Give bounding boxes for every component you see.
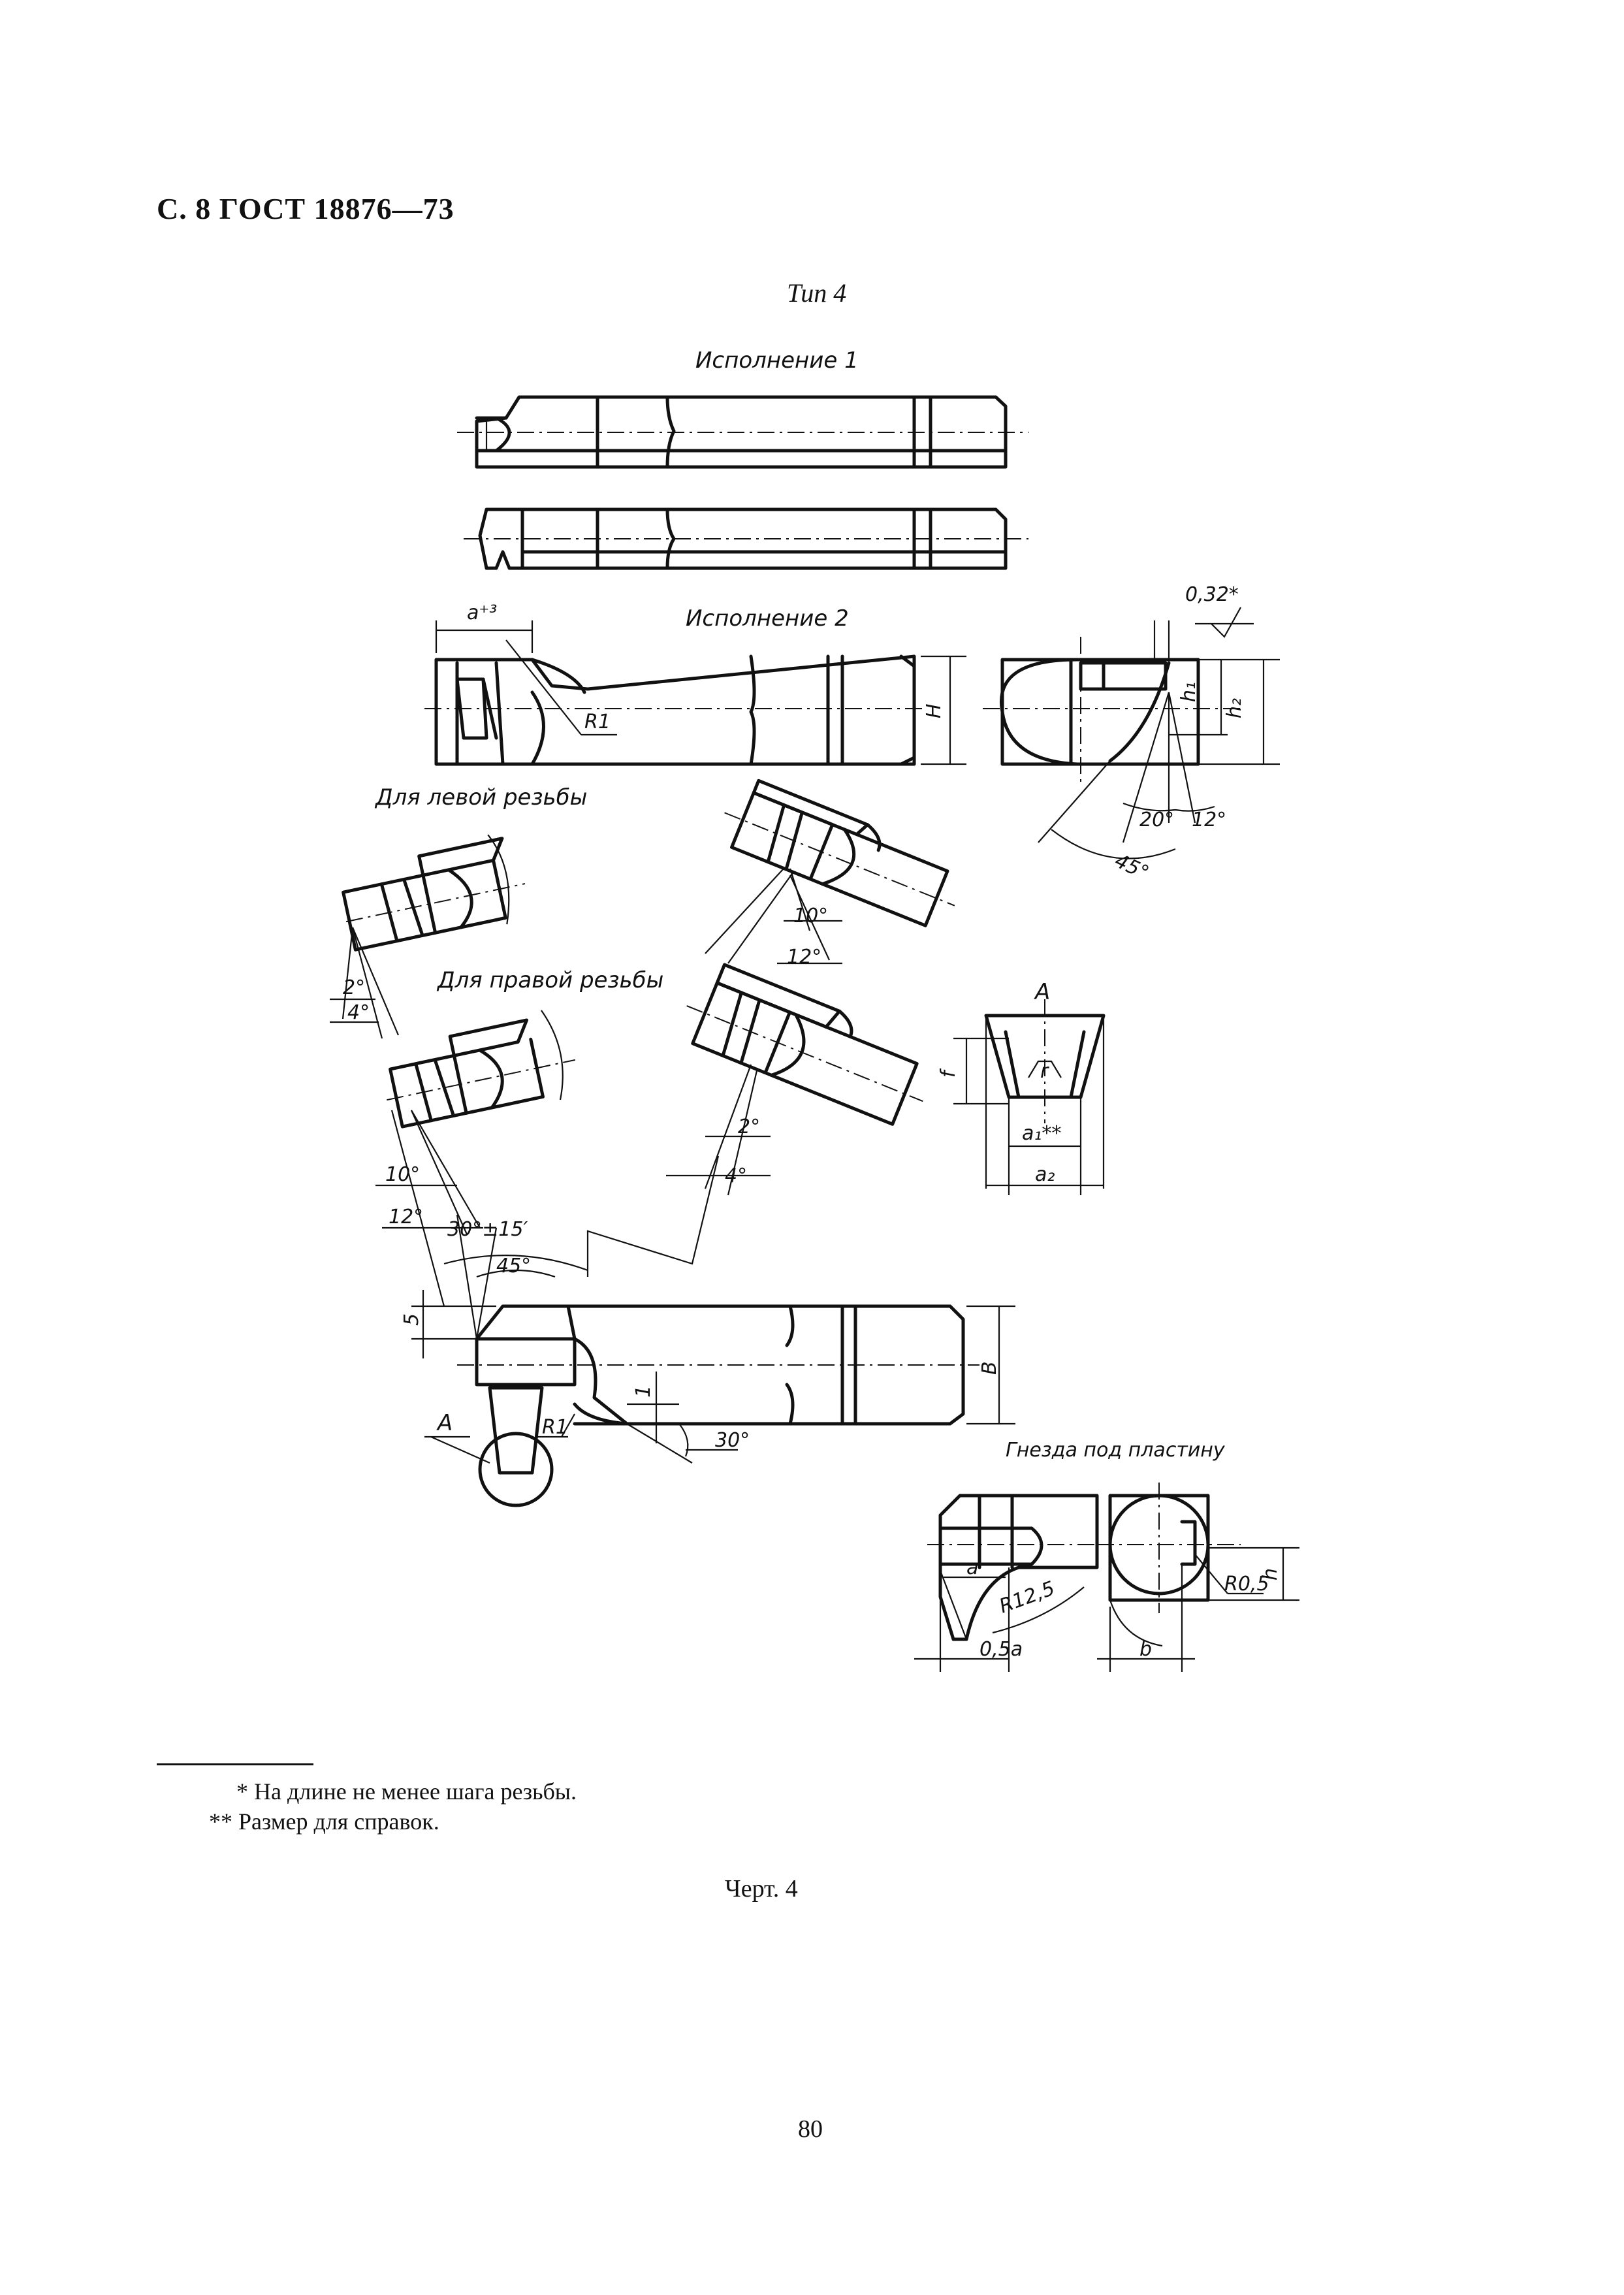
tool-exec2-side-view <box>424 620 966 766</box>
dim-seat-b: b <box>1139 1638 1152 1661</box>
right-thread-angle-lines <box>375 1110 483 1307</box>
technical-drawing: Исполнение 1 Исполнение 2 <box>330 347 1299 1672</box>
dim-angle30: 30° <box>715 1429 750 1452</box>
tool-exec1-top-view <box>457 395 1028 469</box>
view-A-label: A <box>1034 979 1050 1005</box>
dim-angle12-side: 12° <box>1192 809 1226 831</box>
dim-1: 1 <box>632 1385 655 1398</box>
left-thread-tool-view <box>342 834 526 952</box>
tool-exec1-side-view <box>464 507 1028 570</box>
dim-seat-h: h <box>1259 1568 1282 1581</box>
dim-mid-angle12: 12° <box>787 946 821 969</box>
type-label: Тип 4 <box>787 278 847 308</box>
dim-seat-r125: R12,5 <box>996 1577 1058 1618</box>
dim-left-angle2: 2° <box>343 976 365 999</box>
dim-seat-05a: 0,5a <box>979 1638 1023 1661</box>
right-thread-title: Для правой резьбы <box>436 967 663 993</box>
dim-B: B <box>978 1361 1001 1375</box>
dim-h1: h₁ <box>1177 682 1200 702</box>
dim-5: 5 <box>400 1313 423 1326</box>
tool-exec2-end-view <box>983 607 1280 859</box>
dim-roughness: 0,32* <box>1185 583 1239 606</box>
seat-title: Гнезда под пластину <box>1006 1439 1226 1462</box>
right-thread-tool-view <box>387 1010 576 1129</box>
dim-low-angle10: 10° <box>385 1163 420 1186</box>
dim-left-angle4: 4° <box>347 1001 370 1024</box>
dim-r1-top: R1 <box>584 711 611 733</box>
dim-R1-bottom: R1 <box>542 1416 568 1439</box>
dim-mid-angle10: 10° <box>793 905 828 927</box>
dim-angle45-side: 45° <box>1111 850 1153 885</box>
dim-angle45-bottom: 45° <box>496 1255 531 1277</box>
dim-angle30-15: 30°±15′ <box>447 1218 528 1241</box>
page-number: 80 <box>798 2115 823 2143</box>
footnote-2: ** Размер для справок. <box>209 1808 439 1835</box>
dim-a2: a₂ <box>1035 1163 1055 1186</box>
dim-r: r <box>1040 1060 1049 1083</box>
dim-seat-a: a <box>966 1556 978 1579</box>
seat-side-view <box>914 1494 1110 1672</box>
dim-a1: a₁** <box>1022 1122 1061 1145</box>
callout-A: A <box>436 1410 453 1436</box>
middle-lower-angle-lines <box>666 1064 771 1196</box>
middle-upper-angle-lines <box>705 868 842 965</box>
dim-f: f <box>937 1068 960 1078</box>
footnote-1: * На длине не менее шага резьбы. <box>236 1778 577 1805</box>
section1-title: Исполнение 1 <box>695 347 859 374</box>
left-thread-title: Для левой резьбы <box>374 784 587 810</box>
seat-end-view <box>1097 1483 1299 1672</box>
page-header: С. 8 ГОСТ 18876—73 <box>157 192 454 225</box>
dim-h2: h₂ <box>1223 698 1246 718</box>
figure-caption: Черт. 4 <box>725 1875 798 1902</box>
middle-lower-tool-view <box>686 963 923 1126</box>
dim-low-angle12: 12° <box>389 1206 423 1228</box>
bottom-main-tool-view <box>411 1155 1015 1507</box>
middle-upper-tool-view <box>724 778 955 927</box>
dim-angle20: 20° <box>1139 809 1174 831</box>
section2-title: Исполнение 2 <box>686 605 849 632</box>
dim-seat-r05: R0,5 <box>1224 1573 1269 1596</box>
footnote-rule <box>157 1763 313 1765</box>
dim-a-plus3: a⁺³ <box>467 602 497 624</box>
left-thread-angle-lines <box>330 927 400 1039</box>
view-A-detail <box>953 999 1106 1195</box>
dim-H: H <box>923 703 946 718</box>
dim-right-angle4: 4° <box>725 1164 747 1187</box>
dim-right-angle2: 2° <box>738 1115 760 1138</box>
